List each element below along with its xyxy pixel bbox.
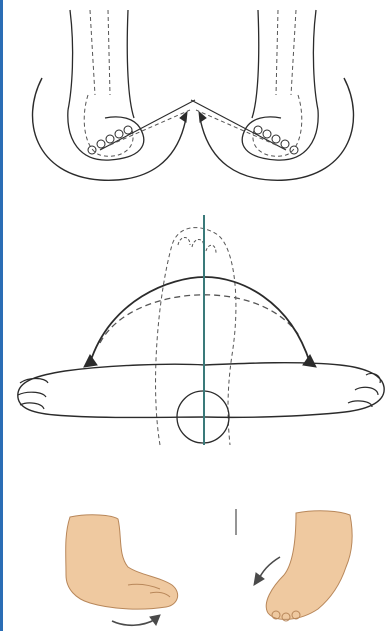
- foot-sagittal-arc-icon: [18, 215, 384, 445]
- bottom-foot-motion-panel: [0, 495, 386, 631]
- top-rotation-panel: [0, 0, 386, 190]
- foot-inversion-icon: [66, 515, 178, 625]
- foot-eversion-icon: [254, 511, 352, 621]
- foot-motion-diagram: [0, 495, 386, 631]
- sagittal-arc-diagram: [0, 205, 386, 455]
- middle-arc-panel: [0, 205, 386, 455]
- rotation-diagram: [0, 0, 386, 190]
- foot-rotation-left-icon: [33, 10, 195, 180]
- foot-rotation-right-icon: [191, 10, 353, 180]
